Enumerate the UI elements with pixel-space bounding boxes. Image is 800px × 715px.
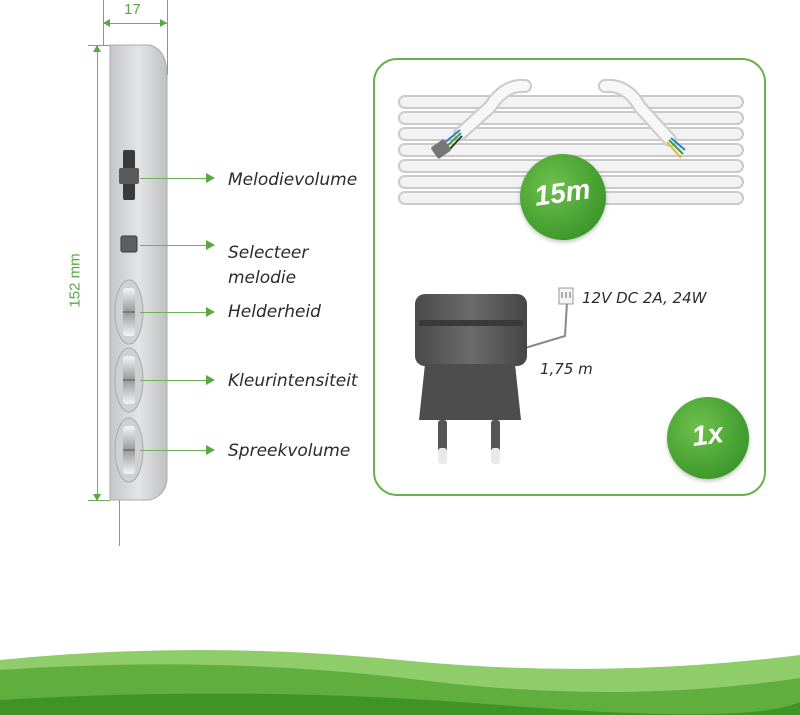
label-helderheid: Helderheid <box>228 302 321 322</box>
adapter-cable-length-text: 1,75 m <box>540 360 593 378</box>
label-spreekvolume: Spreekvolume <box>228 441 351 461</box>
label-melodievolume: Melodievolume <box>228 170 358 190</box>
decorative-green-wave <box>0 650 800 715</box>
adapter-spec-text: 12V DC 2A, 24W <box>582 289 707 307</box>
width-label: 17 <box>124 1 141 18</box>
device-side-view <box>109 44 168 501</box>
label-selecteer-melodie: Selecteer melodie <box>228 243 309 288</box>
label-kleurintensiteit: Kleurintensiteit <box>228 371 358 391</box>
power-adapter-illustration <box>415 287 574 464</box>
cable-coil-illustration <box>398 78 744 205</box>
height-label: 152 mm <box>66 253 84 308</box>
